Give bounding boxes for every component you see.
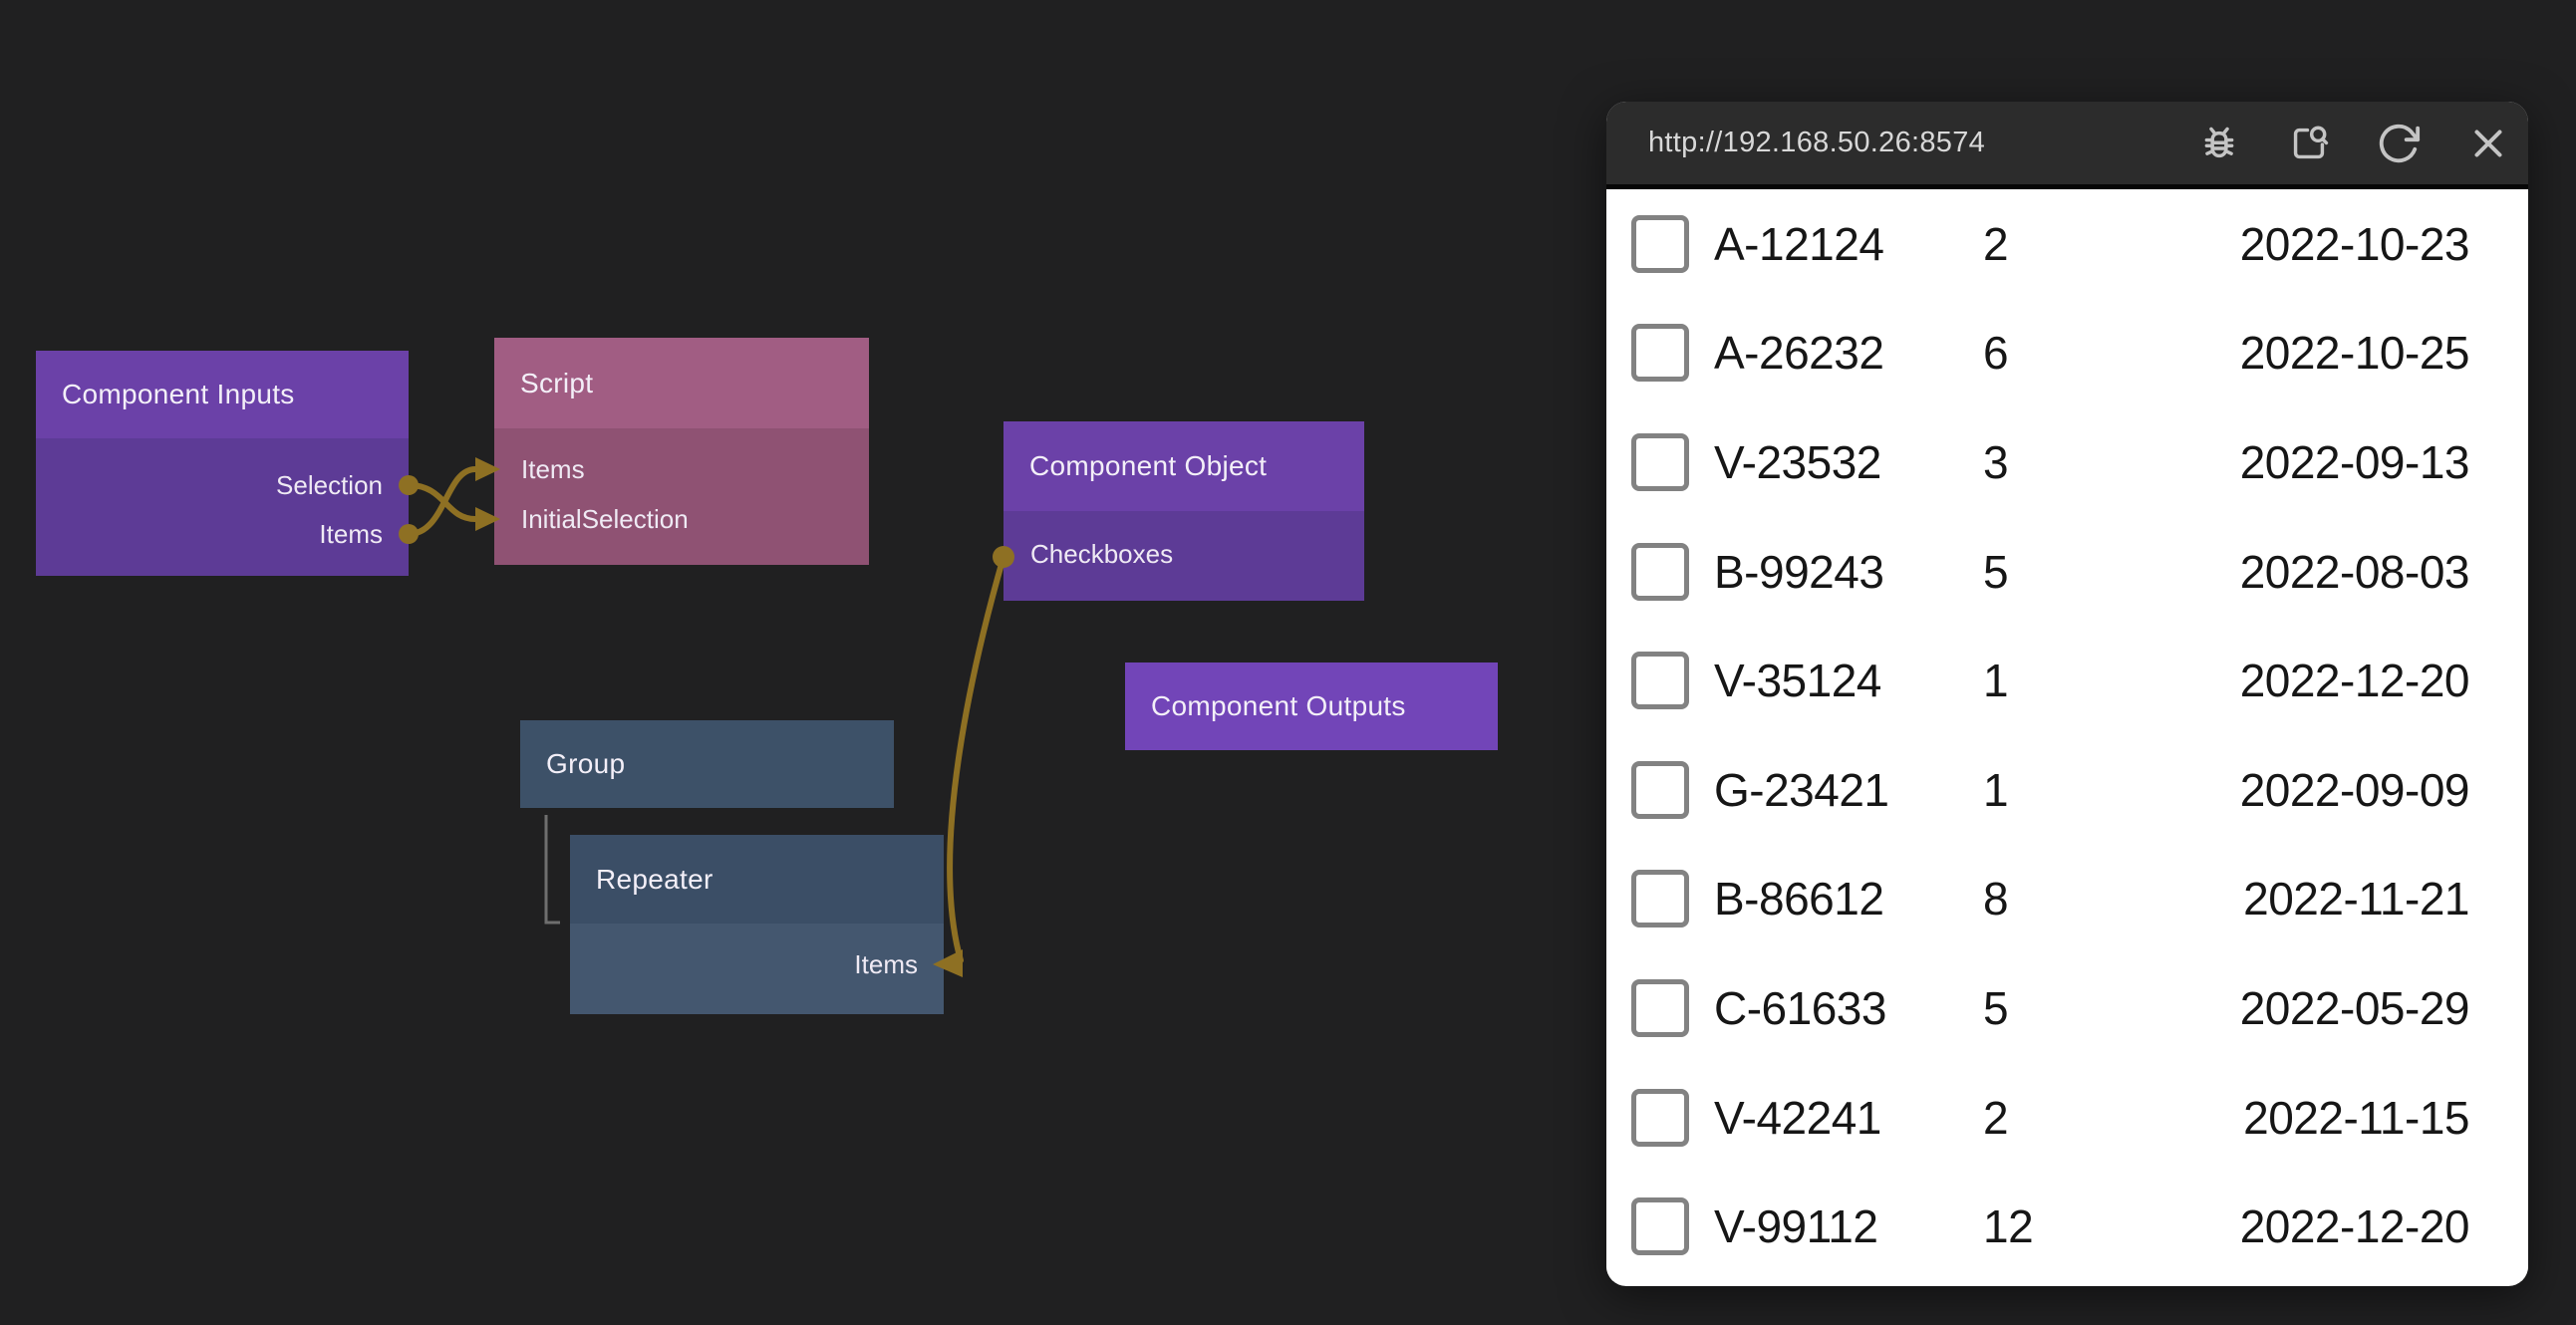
row-id: B-99243: [1714, 545, 1884, 598]
row-id: A-12124: [1714, 217, 1884, 270]
node-header: Repeater: [570, 835, 944, 924]
port-items-output[interactable]: Items: [319, 519, 383, 549]
row-checkbox[interactable]: [1631, 760, 1689, 819]
node-header: Script: [494, 338, 869, 428]
port-initialselection-input[interactable]: InitialSelection: [521, 504, 689, 534]
row-id: B-86612: [1714, 873, 1884, 926]
table-row: V-23532 3 2022-09-13: [1606, 407, 2528, 517]
row-date: 2022-09-09: [2239, 763, 2470, 816]
row-qty: 6: [1983, 327, 2009, 380]
row-date: 2022-05-29: [2239, 981, 2470, 1034]
row-checkbox[interactable]: [1631, 542, 1689, 601]
row-id: A-26232: [1714, 327, 1884, 380]
row-checkbox[interactable]: [1631, 214, 1689, 273]
row-qty: 2: [1983, 217, 2009, 270]
node-title: Script: [520, 367, 594, 398]
browser-toolbar: http://192.168.50.26:8574: [1606, 102, 2528, 189]
toolbar-buttons: [2196, 121, 2511, 166]
wire-repeater-items-to-checkboxes[interactable]: [947, 554, 1006, 963]
node-group[interactable]: Group: [520, 720, 894, 808]
row-date: 2022-11-21: [2243, 873, 2469, 926]
row-checkbox[interactable]: [1631, 870, 1689, 928]
row-qty: 1: [1983, 655, 2009, 707]
node-title: Component Outputs: [1151, 690, 1406, 721]
port-items-output[interactable]: Items: [854, 949, 918, 979]
row-checkbox[interactable]: [1631, 652, 1689, 710]
inspect-button[interactable]: [2286, 121, 2332, 166]
port-items-input[interactable]: Items: [521, 454, 585, 484]
row-date: 2022-08-03: [2239, 545, 2470, 598]
node-title: Repeater: [596, 863, 714, 895]
wire-selection-to-initialselection[interactable]: [406, 482, 478, 522]
close-button[interactable]: [2465, 121, 2511, 166]
table-row: B-86612 8 2022-11-21: [1606, 845, 2528, 954]
table-row: V-35124 1 2022-12-20: [1606, 626, 2528, 735]
preview-content: A-12124 2 2022-10-23 A-26232 6 2022-10-2…: [1606, 189, 2528, 1281]
row-checkbox[interactable]: [1631, 432, 1689, 491]
inspect-icon: [2293, 126, 2329, 158]
table-row: A-26232 6 2022-10-25: [1606, 299, 2528, 408]
row-qty: 1: [1983, 763, 2009, 816]
row-id: V-23532: [1714, 435, 1881, 488]
node-repeater[interactable]: Repeater Items: [570, 835, 944, 1014]
row-checkbox[interactable]: [1631, 324, 1689, 383]
table-row: V-99112 12 2022-12-20: [1606, 1172, 2528, 1281]
node-title: Group: [546, 748, 626, 779]
node-component-object[interactable]: Component Object Checkboxes: [1003, 421, 1364, 601]
row-id: V-42241: [1714, 1091, 1881, 1144]
row-date: 2022-11-15: [2243, 1091, 2469, 1144]
node-script[interactable]: Script Items InitialSelection: [494, 338, 869, 565]
row-id: V-35124: [1714, 655, 1881, 707]
node-title: Component Object: [1029, 450, 1268, 481]
row-id: C-61633: [1714, 981, 1886, 1034]
node-component-outputs[interactable]: Component Outputs: [1125, 662, 1498, 750]
row-qty: 8: [1983, 873, 2009, 926]
row-checkbox[interactable]: [1631, 978, 1689, 1037]
row-qty: 2: [1983, 1091, 2009, 1144]
table-row: V-42241 2 2022-11-15: [1606, 1063, 2528, 1173]
refresh-icon: [2379, 124, 2421, 162]
close-icon: [2474, 129, 2502, 157]
row-date: 2022-12-20: [2239, 655, 2470, 707]
url-bar[interactable]: http://192.168.50.26:8574: [1648, 127, 1986, 158]
node-header: Component Inputs: [36, 351, 409, 438]
debug-button[interactable]: [2196, 121, 2242, 166]
row-qty: 12: [1983, 1200, 2034, 1253]
preview-window: http://192.168.50.26:8574: [1606, 102, 2528, 1286]
row-qty: 5: [1983, 545, 2009, 598]
port-checkboxes-input[interactable]: Checkboxes: [1030, 539, 1174, 569]
table-row: A-12124 2 2022-10-23: [1606, 189, 2528, 299]
row-date: 2022-10-23: [2239, 217, 2470, 270]
row-checkbox[interactable]: [1631, 1088, 1689, 1147]
row-qty: 5: [1983, 981, 2009, 1034]
row-qty: 3: [1983, 435, 2009, 488]
row-checkbox[interactable]: [1631, 1197, 1689, 1256]
refresh-button[interactable]: [2376, 121, 2422, 166]
row-date: 2022-09-13: [2239, 435, 2470, 488]
row-date: 2022-12-20: [2239, 1200, 2470, 1253]
table-row: C-61633 5 2022-05-29: [1606, 953, 2528, 1063]
bug-icon: [2204, 127, 2234, 157]
row-date: 2022-10-25: [2239, 327, 2470, 380]
group-child-bracket: [544, 815, 560, 925]
node-component-inputs[interactable]: Component Inputs Selection Items: [36, 351, 409, 576]
port-selection-output[interactable]: Selection: [276, 470, 383, 500]
row-id: V-99112: [1714, 1200, 1878, 1253]
wire-items-to-items[interactable]: [406, 466, 478, 537]
node-header: Component Object: [1003, 421, 1364, 511]
table-row: B-99243 5 2022-08-03: [1606, 517, 2528, 627]
node-title: Component Inputs: [62, 379, 295, 409]
row-id: G-23421: [1714, 763, 1889, 816]
table-row: G-23421 1 2022-09-09: [1606, 735, 2528, 845]
